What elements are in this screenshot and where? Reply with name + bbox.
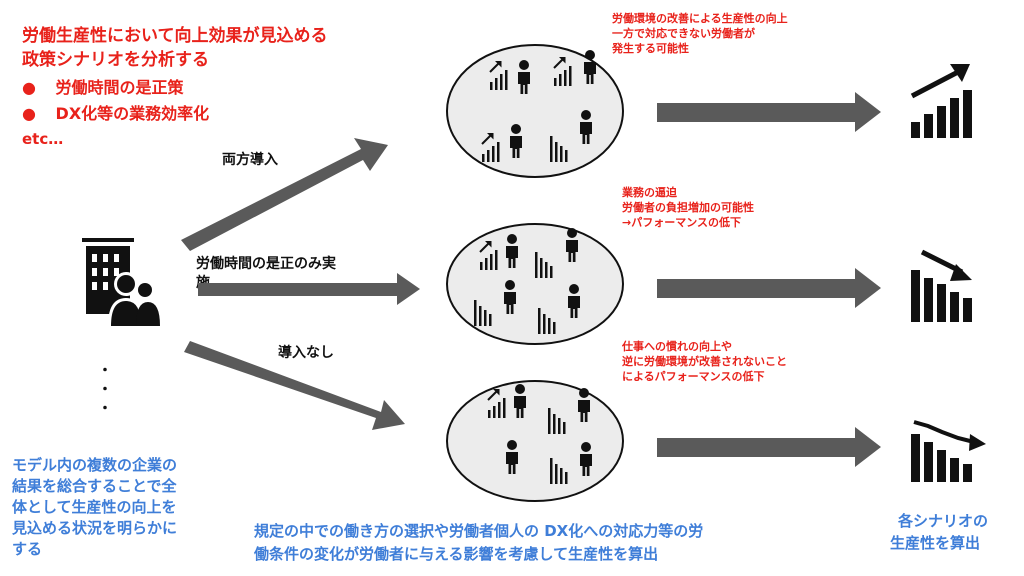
company-building-icon	[82, 238, 160, 326]
bullet-dot: ●	[22, 104, 36, 123]
intro-bullet-1: ● 労働時間の是正策	[22, 78, 184, 98]
scenario-both-workers-ellipse	[446, 44, 624, 178]
right-caption-1: 各シナリオの	[898, 512, 989, 530]
left-caption-4: 見込める状況を明らかに	[12, 519, 178, 537]
scenario-note-none-1: 仕事への慣れの向上や	[622, 340, 732, 353]
left-caption-1: モデル内の複数の企業の	[12, 456, 178, 474]
bullet-label: 労働時間の是正策	[55, 78, 184, 97]
arrow-result-both	[657, 92, 881, 132]
scenario-note-both-1: 労働環境の改善による生産性の向上	[612, 12, 788, 25]
scenario-note-none-2: 逆に労働環境が改善されないこと	[622, 355, 787, 368]
scenario-label-both: 両方導入	[222, 152, 278, 168]
scenario-note-hours-2: 労働者の負担増加の可能性	[622, 201, 754, 214]
scenario-hours-workers-ellipse	[446, 223, 624, 345]
scenario-note-none-3: によるパフォーマンスの低下	[622, 370, 765, 383]
arrow-result-hours	[657, 268, 881, 308]
scenario-note-both-3: 発生する可能性	[612, 42, 689, 55]
scenario-none-workers-ellipse	[446, 380, 624, 502]
intro-bullet-2: ● DX化等の業務効率化	[22, 104, 209, 124]
left-caption-2: 結果を総合することで全	[12, 477, 177, 495]
scenario-label-none: 導入なし	[278, 345, 334, 361]
scenario-note-both-2: 一方で対応できない労働者が	[612, 27, 755, 40]
scenario-note-hours-3: →パフォーマンスの低下	[622, 216, 741, 229]
arrow-to-scenario-none	[184, 341, 405, 430]
arrow-result-none	[657, 427, 881, 467]
decline-chart-icon	[911, 249, 972, 322]
decline-chart-icon	[911, 420, 986, 482]
vertical-ellipsis: ・ ・ ・	[98, 363, 112, 417]
right-caption-2: 生産性を算出	[890, 534, 981, 552]
bottom-caption-2: 働条件の変化が労働者に与える影響を考慮して生産性を算出	[254, 545, 659, 563]
scenario-note-hours-1: 業務の逼迫	[622, 186, 677, 199]
arrows-from-company	[181, 138, 420, 430]
arrow-to-scenario-hours	[198, 273, 420, 305]
left-caption-5: する	[12, 540, 43, 558]
bullet-dot: ●	[22, 78, 36, 97]
intro-title-line1: 労働生産性において向上効果が見込める	[22, 26, 328, 46]
arrows-to-results	[657, 92, 881, 467]
bullet-label: DX化等の業務効率化	[55, 104, 210, 123]
intro-title-line2: 政策シナリオを分析する	[22, 50, 209, 70]
intro-etc: etc…	[22, 130, 64, 148]
growth-chart-icon	[910, 64, 972, 138]
scenario-label-hours-only-line1: 労働時間の是正のみ実	[196, 256, 336, 272]
bottom-caption-1: 規定の中での働き方の選択や労働者個人の DX化への対応力等の労	[254, 522, 704, 540]
left-caption-3: 体として生産性の向上を	[12, 498, 177, 516]
arrow-to-scenario-both	[181, 138, 388, 251]
